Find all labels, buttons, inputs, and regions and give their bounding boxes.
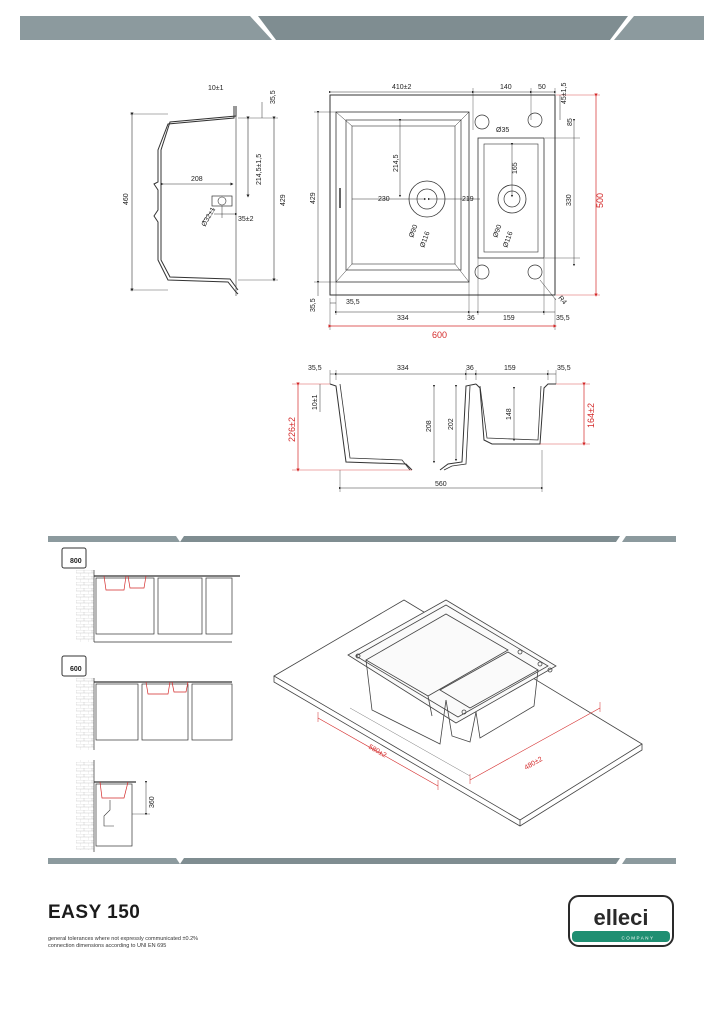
- top-dim-410: 410±2: [392, 84, 412, 91]
- top-dim-85: 85: [567, 118, 574, 126]
- side-dim-208: 208: [191, 176, 203, 183]
- side-dim-429: 429: [280, 194, 287, 206]
- side-dim-10: 10±1: [208, 85, 224, 92]
- sec-dim-10: 10±1: [312, 394, 319, 410]
- top-dim-35-5-side: 35,5: [310, 298, 317, 312]
- cabinet-600: [61, 655, 233, 750]
- top-dim-36: 36: [467, 315, 475, 322]
- top-dim-d116-big: Ø116: [419, 231, 431, 249]
- header-band: [20, 16, 704, 40]
- top-dim-334: 334: [397, 315, 409, 322]
- cabinet-side: [76, 760, 150, 852]
- cabinet-800-label: 800: [70, 558, 82, 565]
- top-dim-d90-big: Ø90: [408, 224, 419, 239]
- section-band-bottom: [48, 858, 676, 864]
- sec-depth-small: 164±2: [586, 403, 596, 428]
- top-dim-d90-small: Ø90: [492, 224, 503, 239]
- top-dim-50: 50: [538, 84, 546, 91]
- top-dim-159: 159: [503, 315, 515, 322]
- product-title: EASY 150: [48, 902, 141, 923]
- note-tolerance: general tolerances where not expressly c…: [48, 936, 199, 942]
- top-dim-219: 219: [462, 196, 474, 203]
- sec-dim-334: 334: [397, 365, 409, 372]
- cabinet-600-label: 600: [70, 666, 82, 673]
- sec-dim-148: 148: [506, 408, 513, 420]
- top-overall-depth: 500: [595, 193, 605, 208]
- sec-dim-35-5-right: 35,5: [557, 365, 571, 372]
- top-dim-r4: R4: [556, 295, 567, 306]
- top-overall-width: 600: [432, 330, 447, 340]
- top-dim-35-5-right: 35,5: [556, 315, 570, 322]
- section-band-top: [48, 536, 676, 542]
- installation-drawings: 800 600 360: [61, 547, 643, 852]
- top-dim-35-5-left: 35,5: [346, 299, 360, 306]
- sec-dim-560: 560: [435, 481, 447, 488]
- sec-depth-big: 226±2: [287, 417, 297, 442]
- cabinet-800: [61, 547, 240, 643]
- top-dim-d116-small: Ø116: [502, 231, 514, 249]
- side-dim-35: 35±2: [238, 216, 254, 223]
- side-dim-d32: Ø32±1: [201, 206, 218, 228]
- top-dim-214-5: 214,5: [393, 154, 400, 172]
- side-view: [130, 102, 278, 296]
- sec-dim-202: 202: [448, 418, 455, 430]
- side-dim-35-5: 35,5: [270, 90, 277, 104]
- top-dim-429: 429: [310, 192, 317, 204]
- side-dim-460: 460: [123, 193, 130, 205]
- sec-dim-208: 208: [426, 420, 433, 432]
- note-connection: connection dimensions according to UNI E…: [48, 943, 167, 949]
- top-dim-330: 330: [566, 194, 573, 206]
- top-dim-45: 45±1,5: [561, 83, 568, 104]
- top-dim-140: 140: [500, 84, 512, 91]
- logo-tagline: COMPANY: [622, 936, 655, 941]
- top-dim-230: 230: [378, 196, 390, 203]
- cabinet-height-label: 360: [149, 796, 156, 808]
- sec-dim-159: 159: [504, 365, 516, 372]
- top-dim-165: 165: [512, 162, 519, 174]
- top-view: [314, 88, 600, 330]
- iso-cut-width: 580±2: [367, 744, 387, 760]
- tolerance-notes: general tolerances where not expressly c…: [48, 936, 198, 950]
- section-view: [292, 370, 590, 492]
- sec-dim-36: 36: [466, 365, 474, 372]
- sec-dim-35-5-left: 35,5: [308, 365, 322, 372]
- logo-brand: elleci: [593, 905, 648, 930]
- technical-drawing: 10±1 35,5 460 429 208 214,5±1,5 35±2 Ø32…: [123, 83, 605, 492]
- iso-view: [273, 599, 643, 827]
- elleci-logo: elleci COMPANY: [568, 895, 674, 947]
- top-dim-d35: Ø35: [496, 127, 509, 134]
- side-dim-214-5: 214,5±1,5: [256, 154, 263, 185]
